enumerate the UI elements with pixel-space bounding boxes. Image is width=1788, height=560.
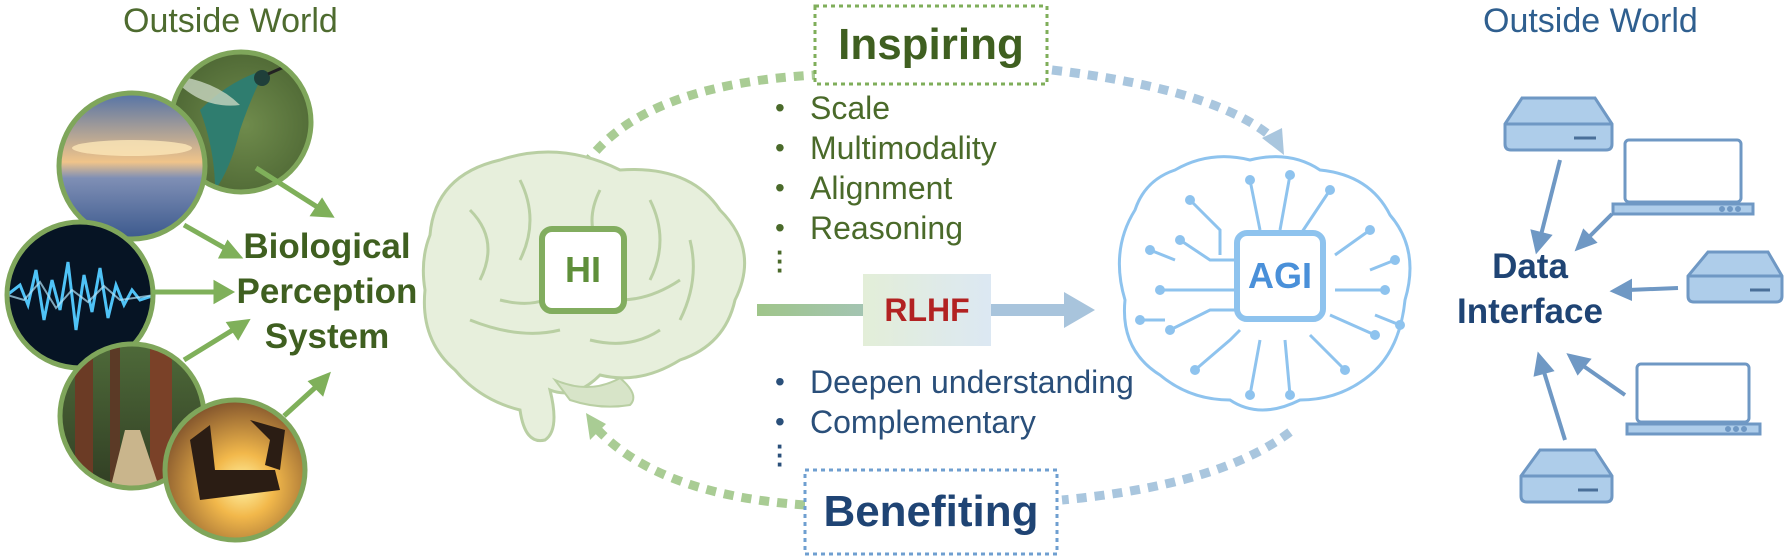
left-outside-world-title: Outside World bbox=[123, 2, 338, 40]
interface-line-1: Data bbox=[1492, 247, 1568, 286]
server-icon-1 bbox=[1503, 96, 1614, 152]
inspiring-arrowhead bbox=[1262, 128, 1284, 155]
perception-arrows bbox=[152, 165, 335, 418]
perception-line-3: System bbox=[264, 317, 390, 356]
inspiring-item: Scale bbox=[770, 88, 997, 128]
benefiting-arc-right bbox=[1061, 428, 1293, 505]
benefiting-item: Deepen understanding bbox=[770, 362, 1134, 402]
benefiting-arrowhead bbox=[586, 413, 606, 440]
benefiting-ellipsis: ··· bbox=[776, 431, 785, 479]
benefiting-label: Benefiting bbox=[823, 487, 1039, 536]
agi-box bbox=[1234, 230, 1326, 322]
interface-arrows bbox=[1530, 159, 1679, 441]
inspiring-frame bbox=[813, 4, 1049, 86]
inspiring-item: Alignment bbox=[770, 168, 997, 208]
perception-line-2: Perception bbox=[236, 272, 418, 311]
device-icons bbox=[1503, 96, 1784, 504]
benefiting-list: Deepen understanding Complementary bbox=[770, 362, 1134, 442]
hi-label: HI bbox=[565, 249, 601, 290]
rlhf-label: RLHF bbox=[884, 291, 970, 328]
sunset-sea-photo bbox=[56, 90, 208, 242]
perception-line-1: Biological bbox=[243, 227, 411, 266]
interface-line-2: Interface bbox=[1457, 292, 1603, 331]
biological-perception-system-label: Biological Perception System bbox=[222, 224, 432, 359]
rlhf-box bbox=[863, 274, 991, 346]
inspiring-arc-left bbox=[581, 70, 816, 168]
circuit-brain-illustration bbox=[1117, 155, 1412, 412]
data-interface-label: Data Interface bbox=[1440, 244, 1620, 334]
benefiting-frame bbox=[803, 468, 1059, 556]
inspiring-ellipsis: ··· bbox=[776, 237, 785, 285]
circuit-nodes bbox=[1135, 170, 1405, 400]
inspiring-arc-right bbox=[1051, 65, 1279, 144]
benefiting-arc-left bbox=[594, 426, 806, 510]
inspiring-label: Inspiring bbox=[838, 20, 1024, 69]
hi-box bbox=[539, 226, 627, 314]
laptop-icon-2 bbox=[1625, 362, 1762, 436]
inspiring-item: Multimodality bbox=[770, 128, 997, 168]
inspiring-list: Scale Multimodality Alignment Reasoning bbox=[770, 88, 997, 248]
hands-frame-sunset-photo bbox=[162, 397, 308, 543]
benefiting-item: Complementary bbox=[770, 402, 1134, 442]
laptop-icon-1 bbox=[1611, 138, 1755, 216]
inspiring-item: Reasoning bbox=[770, 208, 997, 248]
right-outside-world-title: Outside World bbox=[1483, 2, 1698, 40]
server-icon-2 bbox=[1686, 250, 1784, 304]
server-icon-3 bbox=[1519, 448, 1614, 504]
agi-label: AGI bbox=[1247, 255, 1312, 296]
